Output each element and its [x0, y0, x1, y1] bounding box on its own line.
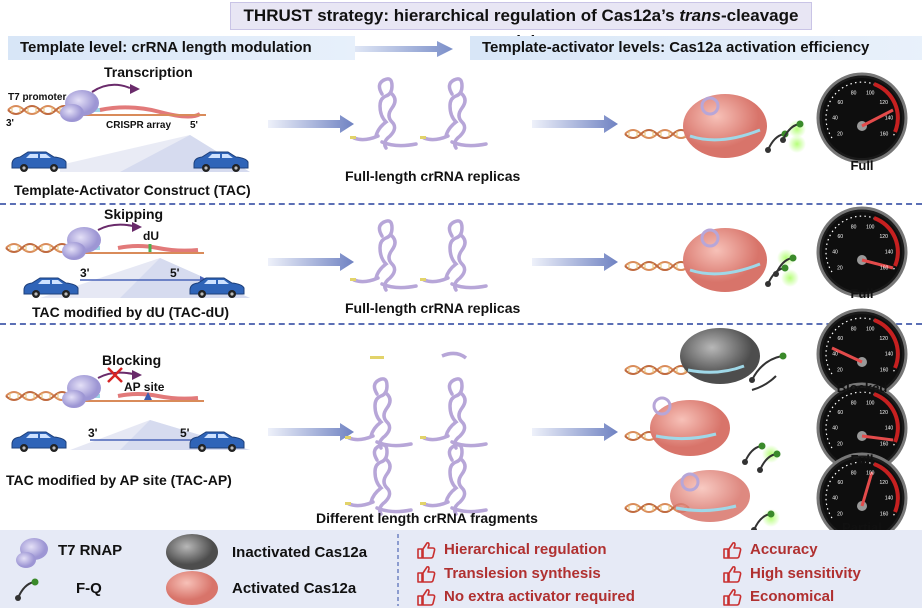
header-activator-level: Template-activator levels: Cas12a activa…: [470, 36, 922, 60]
gauge-tick-label: 40: [832, 426, 838, 432]
legend-inactivated: Inactivated Cas12a: [232, 544, 368, 561]
gauge-tick-label: 20: [837, 512, 843, 518]
advantage-item: High sensitivity: [750, 565, 861, 582]
end5-label: 5': [180, 426, 190, 440]
legend-fq: F-Q: [76, 580, 102, 597]
gauge-tick-label: 20: [837, 442, 843, 448]
gauge-label-full-2: Full: [850, 286, 874, 301]
gauge-label-blocked: Blocked: [836, 380, 888, 395]
gauge-tick-label: 60: [838, 100, 844, 106]
divider-1: [0, 203, 922, 205]
replicas-label-2: Full-length crRNA replicas: [345, 300, 521, 316]
end3-label: 3': [6, 118, 14, 129]
replicas-label-1: Full-length crRNA replicas: [345, 168, 521, 184]
gauge-tick-label: 40: [832, 352, 838, 358]
tac-ap-label: TAC modified by AP site (TAC-AP): [6, 472, 232, 488]
gauge-tick-label: 20: [837, 266, 843, 272]
end5-label: 5': [170, 266, 180, 280]
gauge-tick-label: 140: [885, 352, 894, 358]
gauge-tick-label: 20: [837, 368, 843, 374]
gauge-tick-label: 60: [838, 410, 844, 416]
end3-label: 3': [80, 266, 90, 280]
gauge-tick-label: 40: [832, 250, 838, 256]
gauge-tick-label: 160: [880, 368, 889, 374]
legend-t7rnap: T7 RNAP: [58, 542, 123, 559]
transcription-label: Transcription: [104, 64, 193, 80]
advantage-item: Economical: [750, 588, 835, 605]
gauge-tick-label: 40: [832, 496, 838, 502]
gauge-tick-label: 160: [880, 266, 889, 272]
tac-du-label: TAC modified by dU (TAC-dU): [32, 304, 230, 320]
end3-label: 3': [88, 426, 98, 440]
gauge-tick-label: 100: [866, 326, 875, 332]
advantage-item: Translesion synthesis: [444, 565, 601, 582]
legend-panel: [0, 530, 922, 608]
fragments-label: Different length crRNA fragments: [316, 510, 538, 526]
gauge-tick-label: 100: [866, 470, 875, 476]
skipping-label: Skipping: [104, 206, 164, 222]
advantage-item: Accuracy: [750, 541, 818, 558]
gauge-tick-label: 60: [838, 480, 844, 486]
legend-activated: Activated Cas12a: [232, 580, 357, 597]
gauge-tick-label: 140: [885, 250, 894, 256]
gauge-label-full-1: Full: [850, 158, 874, 173]
gauge-tick-label: 100: [866, 224, 875, 230]
end5-label: 5': [190, 120, 198, 131]
gauge-tick-label: 140: [885, 116, 894, 122]
divider-2: [0, 323, 922, 325]
gauge-tick-label: 60: [838, 234, 844, 240]
blocking-label: Blocking: [102, 352, 162, 368]
gauge-tick-label: 80: [851, 400, 857, 406]
gauge-tick-label: 160: [880, 442, 889, 448]
gauge-tick-label: 140: [885, 496, 894, 502]
gauge-label-full-3: Full: [850, 452, 874, 467]
gauge-tick-label: 40: [832, 116, 838, 122]
gauge-tick-label: 120: [880, 100, 889, 106]
gauge-tick-label: 120: [880, 410, 889, 416]
gauge-tick-label: 20: [837, 132, 843, 138]
advantage-item: Hierarchical regulation: [444, 541, 607, 558]
gauge-tick-label: 160: [880, 132, 889, 138]
gauge-tick-label: 80: [851, 90, 857, 96]
header-template-level: Template level: crRNA length modulation: [8, 36, 355, 60]
gauge-tick-label: 100: [866, 90, 875, 96]
t7-promoter-label: T7 promoter: [8, 92, 67, 103]
crispr-array-label: CRISPR array: [106, 120, 172, 131]
header-arrow: [355, 41, 453, 57]
gauge-tick-label: 120: [880, 480, 889, 486]
gauge-tick-label: 100: [866, 400, 875, 406]
gauge-tick-label: 120: [880, 336, 889, 342]
advantage-item: No extra activator required: [444, 588, 635, 605]
gauge-tick-label: 160: [880, 512, 889, 518]
ap-site-label: AP site: [124, 380, 165, 394]
tac-label: Template-Activator Construct (TAC): [14, 182, 251, 198]
gauge-tick-label: 80: [851, 326, 857, 332]
gauge-tick-label: 140: [885, 426, 894, 432]
gauge-tick-label: 80: [851, 470, 857, 476]
gauge-tick-label: 60: [838, 336, 844, 342]
du-label: dU: [143, 229, 159, 243]
gauge-tick-label: 120: [880, 234, 889, 240]
gauge-tick-label: 80: [851, 224, 857, 230]
